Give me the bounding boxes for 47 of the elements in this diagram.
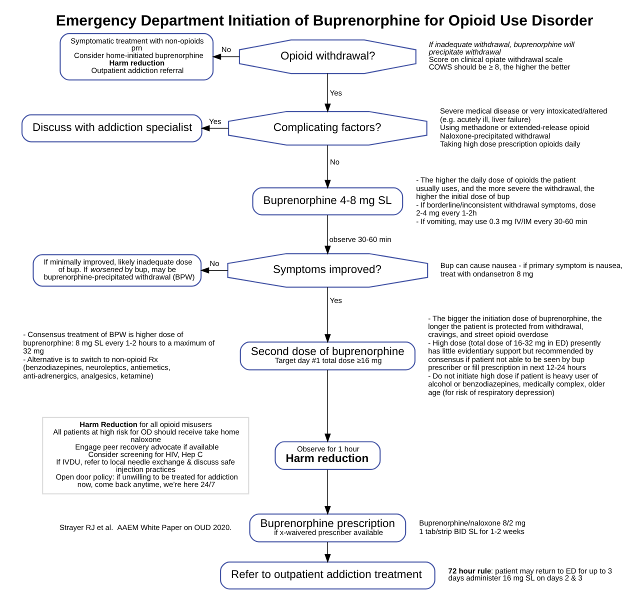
node-label: Severe medical disease or very intoxicated/altered (e.g. acutely ill, liver failure): [440, 106, 608, 124]
arrow: [324, 370, 331, 443]
edge-label: Yes: [330, 296, 342, 305]
edge-label: Yes: [330, 88, 342, 98]
node-label: - Consensus treatment of BPW is higher dose of buprenorphine: 8 mg SL every 1-2 hours to a maximum of 32 mg: [23, 330, 215, 356]
arrow: [324, 286, 331, 344]
node-box: Harm Reduction for all opioid misusers All patients at high risk for OD should receive take home naloxone Engage peer recovery advocate if available Consider screening for HIV, Hep C If IVDU, refer to local needle exchange & discuss safe injection practices Open door policy: if unwilling to be treated for addiction now, come back anytime, we’re here 24/7: [42, 416, 250, 494]
arrow: [324, 144, 331, 189]
node-label: Using methadone or extended-release opioid: [440, 123, 590, 132]
node-label: - The bigger the initiation dose of buprenorphine, the longer the patient is protected from withdrawal, cravings, and street opioid overdose: [428, 314, 602, 340]
node-label: - Do not initiate high dose if patient is heavy user of alcohol or benzodiazepines, medically complex, older age (for risk of respiratory depression): [428, 371, 605, 397]
arrow: [324, 73, 331, 113]
arrow: [212, 54, 240, 60]
node-label: - High dose (total dose of 16-32 mg in ED) presently has little evidentiary support but recommended by consensus if patient not able to be seen by bup prescriber or fill prescription in next 12-24 hours: [428, 338, 601, 372]
node-box: Observe for 1 hour Harm reduction: [274, 441, 381, 470]
arrow: [324, 469, 331, 516]
node-label: Taking high dose prescription opioids daily: [440, 140, 580, 149]
edge-label: Yes: [209, 116, 222, 126]
node-label: COWS should be ≥ 8, the higher the better: [428, 62, 570, 72]
node-label: Naloxone-precipitated withdrawal: [440, 131, 550, 140]
diagram-title: Emergency Department Initiation of Buprenorphine for Opioid Use Disorder: [56, 12, 594, 30]
node-label: - The higher the daily dose of opioids the patient usually uses, and the more severe the withdrawal, the higher the initial dose of bup: [416, 176, 595, 202]
node-label: 1 tab/strip BID SL for 1-2 weeks: [419, 526, 524, 536]
node-box: Second dose of buprenorphine Target day #1 total dose ≥16 mg: [240, 342, 416, 370]
node-box: If minimally improved, likely inadequate dose of bup. If worsened by bup, may be buprenorphine-precipitated withdrawal (BPW): [32, 254, 202, 287]
node-label: Buprenorphine/naloxone 8/2 mg: [419, 518, 526, 528]
edge-label: observe 30-60 min: [329, 234, 392, 244]
node-box: Buprenorphine 4-8 mg SL: [252, 187, 404, 216]
node-box: Discuss with addiction specialist: [21, 114, 202, 142]
caption: Strayer RJ et al. AAEM White Paper on OUD 2020.: [60, 522, 232, 532]
node-label: - If borderline/inconsistent withdrawal symptoms, dose 2-4 mg every 1-2h: [416, 200, 596, 218]
arrow: [200, 267, 228, 274]
arrow: [324, 542, 331, 564]
node-box: Refer to outpatient addiction treatment: [220, 561, 436, 590]
node-label: - If vomiting, may use 0.3 mg IV/IM every 30-60 min: [416, 216, 588, 226]
node-label: - Alternative is to switch to non-opioid Rx (benzodiazepines, neuroleptics, antiemetics, anti-adrenergics, analgesics, ketamine): [23, 354, 170, 380]
node-label: 72 hour rule: patient may return to ED for up to 3 days administer 16 mg SL on days 2 & 3: [448, 566, 612, 583]
node-label: If inadequate withdrawal, buprenorphine will precipitate withdrawal: [428, 40, 574, 56]
node-label: Bup can cause nausea - if primary symptom is nausea, treat with ondansetron 8 mg: [440, 261, 623, 278]
node-box: Buprenorphine prescription if x-waivered prescriber available: [249, 513, 406, 542]
node-label: Score on clinical opiate withdrawal scale: [428, 54, 563, 64]
edge-label: No: [221, 45, 232, 54]
edge-label: No: [210, 258, 220, 268]
arrow: [200, 125, 229, 132]
arrow: [324, 214, 331, 255]
node-box: Symptomatic treatment with non-opioids prn Consider home-initiated buprenorphine Harm reduction Outpatient addiction referral: [60, 32, 214, 81]
edge-label: No: [330, 158, 340, 167]
